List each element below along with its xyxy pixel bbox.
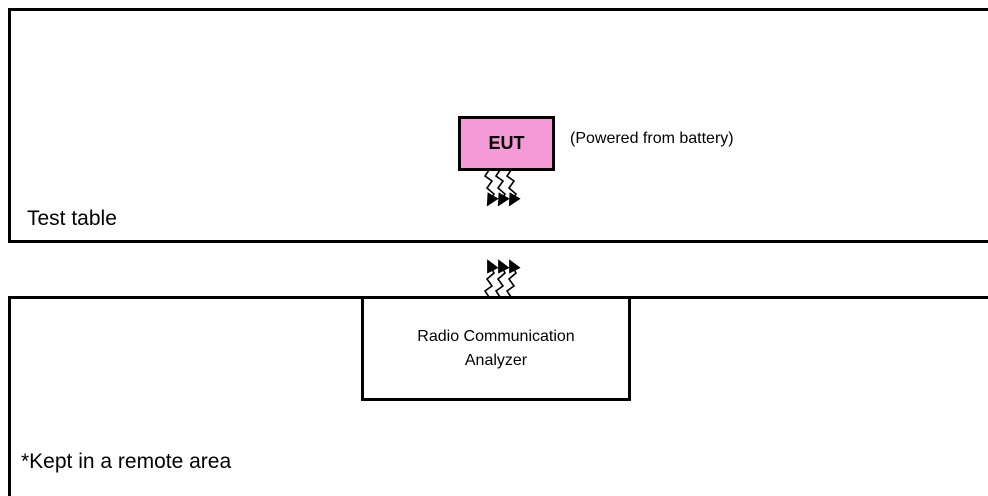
remote-area-label: *Kept in a remote area: [21, 450, 232, 473]
analyzer-label-line1: Radio Communication: [417, 327, 575, 345]
analyzer-box: Radio Communication Analyzer: [361, 296, 631, 401]
eut-power-note: (Powered from battery): [570, 130, 734, 147]
eut-box: EUT: [458, 116, 555, 171]
test-table-label: Test table: [27, 207, 117, 230]
analyzer-label-line2: Analyzer: [464, 351, 528, 369]
radio-wave-icon: [483, 259, 521, 298]
radio-wave-icon: [483, 169, 521, 207]
eut-label: EUT: [488, 133, 525, 153]
